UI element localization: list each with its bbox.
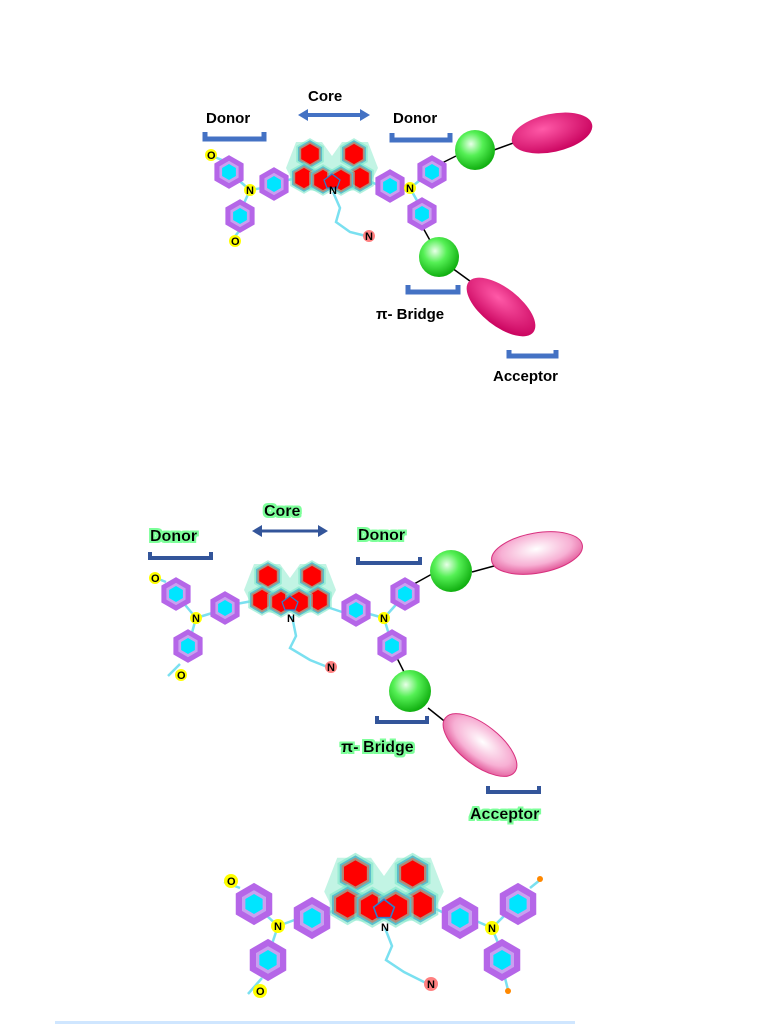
core-nitrogen-label: N <box>329 185 337 197</box>
core-arrow-middle <box>252 525 328 537</box>
diagram-top: Core Donor Donor π- Bridge Acceptor <box>202 88 593 385</box>
nitrogen-atom <box>404 182 416 194</box>
nitrile-nitrogen <box>424 977 438 991</box>
terminal-star <box>537 876 543 882</box>
oxygen-label: O <box>256 986 265 998</box>
phenyl-ring <box>380 632 404 660</box>
nitrile-label: N <box>427 979 435 991</box>
oxygen-label: O <box>151 573 160 585</box>
phenyl-ring <box>410 200 434 228</box>
phenyl-ring <box>445 901 475 936</box>
brackets-top <box>202 132 559 359</box>
nitrile-label: N <box>365 231 373 243</box>
pi-bridge-ball <box>430 550 472 592</box>
oxygen-atom <box>205 149 217 161</box>
core-arrow-top <box>298 109 370 121</box>
pi-bridge-ball <box>455 130 495 170</box>
oxygen-label: O <box>231 236 240 248</box>
nitrogen-atom <box>271 919 285 933</box>
label-donor-right: Donor <box>358 527 405 544</box>
core-nitrogen-label: N <box>287 613 295 625</box>
label-core: Core <box>264 503 301 520</box>
phenyl-ring <box>176 632 200 660</box>
acceptor-ellipse <box>442 713 518 777</box>
phenyl-ring <box>164 580 188 608</box>
phenyl-ring <box>217 158 241 186</box>
oxygen-atom <box>224 874 238 888</box>
core-unit <box>324 857 444 925</box>
oxygen-label: O <box>177 670 186 682</box>
pi-bridge-ball <box>389 670 431 712</box>
nitrogen-atom <box>378 612 390 624</box>
nitrile-label: N <box>327 662 335 674</box>
phenyl-ring <box>213 594 237 622</box>
pi-bridge-ball <box>419 237 459 277</box>
nitrogen-label: N <box>406 183 414 195</box>
nitrile-nitrogen <box>363 230 375 242</box>
phenyl-ring <box>393 580 417 608</box>
brackets-middle <box>148 552 541 794</box>
phenyl-ring <box>262 170 286 198</box>
phenyl-ring <box>239 887 269 922</box>
label-donor-left: Donor <box>206 110 250 127</box>
bottom-strip <box>55 1021 575 1024</box>
label-bridge: π- Bridge <box>341 739 414 756</box>
oxygen-label: O <box>227 876 236 888</box>
phenyl-ring <box>228 202 252 230</box>
acceptor-ellipse <box>491 531 583 575</box>
nitrile-nitrogen <box>325 661 337 673</box>
core-unit <box>244 563 336 615</box>
phenyl-ring <box>378 172 402 200</box>
nitrogen-atom <box>244 184 256 196</box>
nitrogen-atom <box>190 612 202 624</box>
oxygen-atom <box>253 984 267 998</box>
phenyl-ring <box>487 943 517 978</box>
acceptor-ellipse <box>511 112 593 154</box>
label-donor-right: Donor <box>393 110 437 127</box>
phenyl-ring <box>297 901 327 936</box>
nitrogen-label: N <box>192 613 200 625</box>
label-acceptor: Acceptor <box>470 806 539 823</box>
phenyl-ring <box>420 158 444 186</box>
oxygen-atom <box>175 669 187 681</box>
label-core: Core <box>308 88 342 105</box>
label-acceptor: Acceptor <box>493 368 558 385</box>
diagram-bottom: O O N N N N <box>223 857 543 998</box>
phenyl-ring <box>503 887 533 922</box>
oxygen-atom <box>149 572 161 584</box>
oxygen-label: O <box>207 150 216 162</box>
nitrogen-label: N <box>488 923 496 935</box>
label-donor-left: Donor <box>150 528 197 545</box>
core-nitrogen-label: N <box>381 922 389 934</box>
diagram-middle: Core Donor Donor π- Bridge Acceptor <box>148 503 583 823</box>
phenyl-ring <box>253 943 283 978</box>
nitrogen-label: N <box>246 185 254 197</box>
label-bridge: π- Bridge <box>376 306 444 323</box>
phenyl-ring <box>344 596 368 624</box>
nitrogen-label: N <box>274 921 282 933</box>
nitrogen-atom <box>485 921 499 935</box>
oxygen-atom <box>229 235 241 247</box>
acceptor-ellipse <box>466 277 536 337</box>
terminal-star <box>505 988 511 994</box>
nitrogen-label: N <box>380 613 388 625</box>
